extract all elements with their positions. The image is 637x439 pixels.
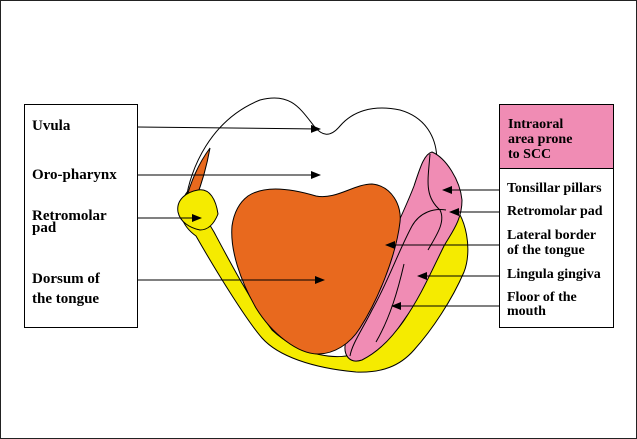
label-retromolar-pad-right: Retromolar pad bbox=[507, 205, 603, 218]
legend-text-line2: area prone bbox=[508, 133, 572, 146]
label-dorsum-line1: Dorsum of bbox=[32, 272, 100, 287]
label-tonsillar-pillars: Tonsillar pillars bbox=[507, 182, 602, 195]
label-dorsum-line2: the tongue bbox=[32, 292, 99, 307]
label-floor-line1: Floor of the bbox=[507, 291, 577, 304]
legend-text-line3: to SCC bbox=[508, 148, 551, 161]
label-uvula: Uvula bbox=[32, 119, 70, 134]
label-lingula-gingiva: Lingula gingiva bbox=[507, 268, 601, 281]
label-retromolar-pad-left-line2: pad bbox=[32, 222, 56, 235]
label-lateral-border-line1: Lateral border bbox=[507, 229, 596, 242]
label-floor-line2: mouth bbox=[507, 305, 546, 318]
label-oropharynx: Oro-pharynx bbox=[32, 168, 117, 183]
legend-text-line1: Intraoral bbox=[508, 118, 563, 131]
label-lateral-border-line2: of the tongue bbox=[507, 244, 585, 257]
retromolar-pad-left bbox=[178, 190, 218, 230]
